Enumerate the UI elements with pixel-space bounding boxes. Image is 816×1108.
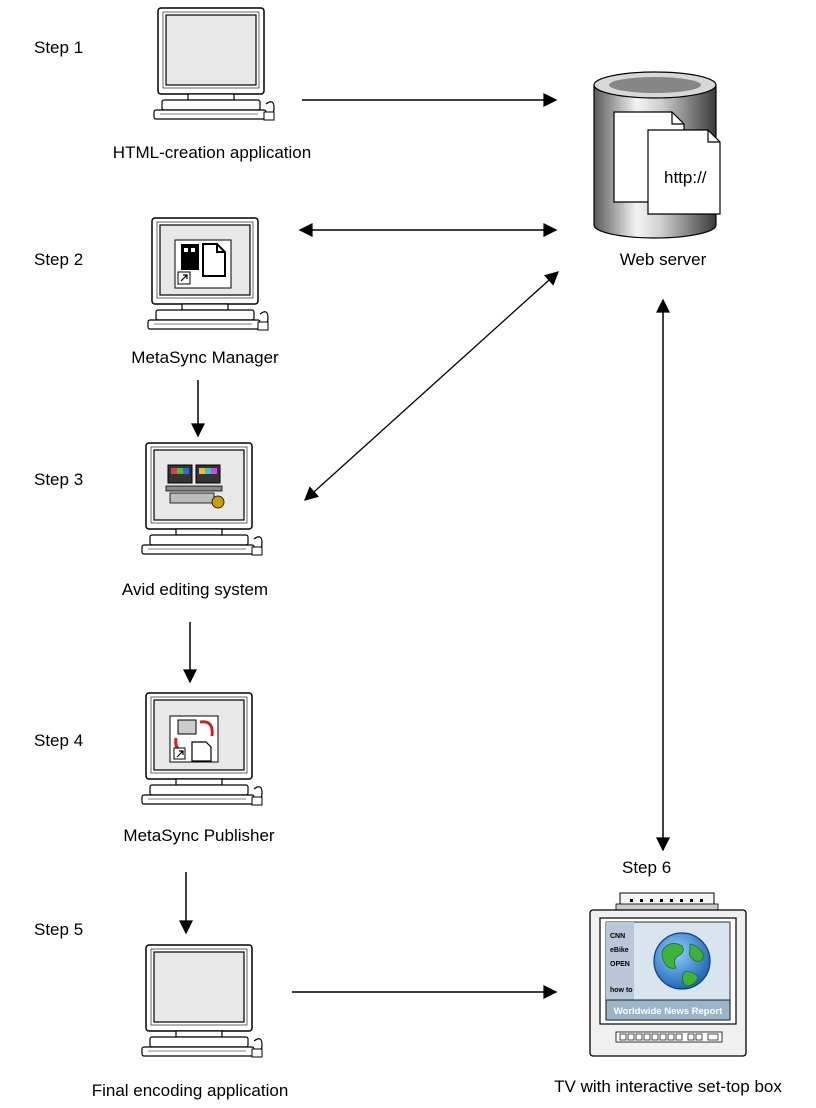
arrow-step3-server-bidirectional xyxy=(303,271,560,501)
web-server-database-icon: http:// xyxy=(593,71,721,239)
http-document-text: http:// xyxy=(664,168,707,187)
metasync-manager-caption: MetaSync Manager xyxy=(131,348,279,367)
tv-caption: TV with interactive set-top box xyxy=(554,1077,782,1096)
step-1-label: Step 1 xyxy=(34,38,84,57)
step-5-label: Step 5 xyxy=(34,920,84,939)
avid-editing-caption: Avid editing system xyxy=(121,580,269,599)
step-3-label: Step 3 xyxy=(34,470,84,489)
metasync-manager-computer-icon xyxy=(147,217,269,331)
metasync-publisher-computer-icon xyxy=(141,692,263,806)
tv-menu-item-2: eBike xyxy=(610,947,629,954)
tv-menu-item-3: OPEN xyxy=(610,961,630,968)
tv-menu-item-1: CNN xyxy=(610,933,625,940)
metasync-publisher-caption: MetaSync Publisher xyxy=(123,826,275,845)
tv-set-top-box-icon: CNN eBike OPEN how to Worldwide News Rep… xyxy=(589,892,747,1057)
step-4-label: Step 4 xyxy=(34,731,84,750)
web-server-caption: Web server xyxy=(619,250,707,269)
blank-screen-computer-icon xyxy=(153,7,275,121)
step-2-label: Step 2 xyxy=(34,250,84,269)
final-encoding-caption: Final encoding application xyxy=(91,1081,289,1100)
tv-menu-item-4: how to xyxy=(610,987,633,994)
blank-screen-computer-icon xyxy=(141,944,263,1058)
globe-icon xyxy=(653,932,711,990)
step-6-label: Step 6 xyxy=(622,858,672,877)
avid-editing-computer-icon xyxy=(141,442,263,556)
html-creation-caption: HTML-creation application xyxy=(112,143,312,162)
tv-banner-text: Worldwide News Report xyxy=(614,1006,723,1017)
